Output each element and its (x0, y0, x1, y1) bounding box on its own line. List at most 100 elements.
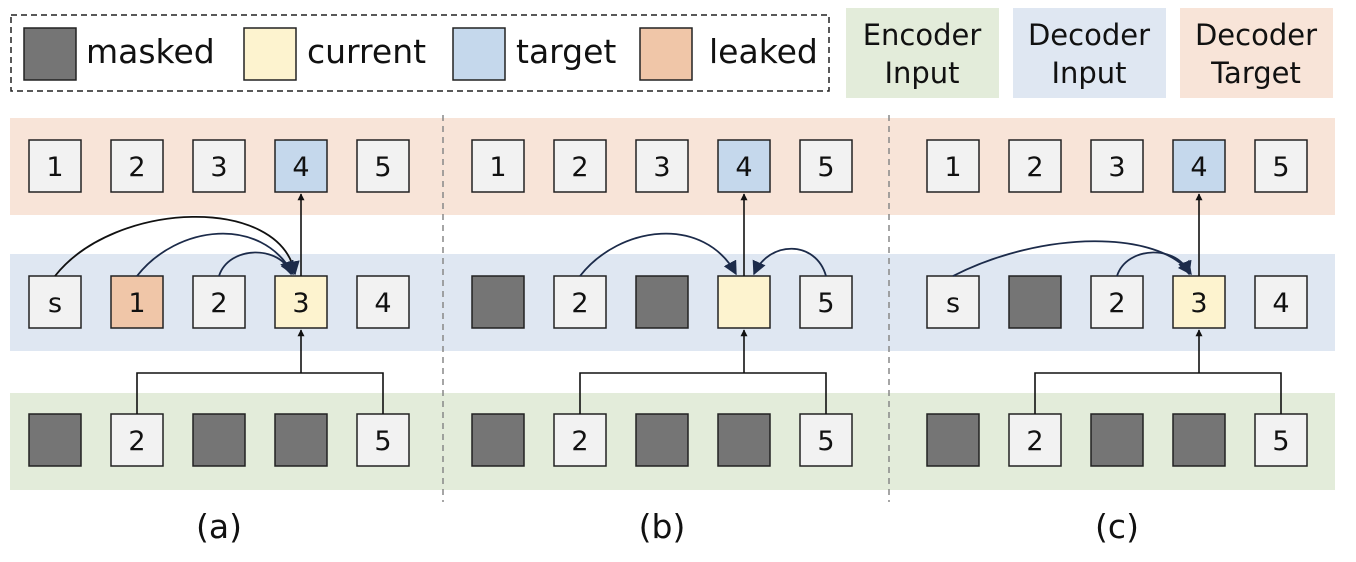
target-token-2 (553, 139, 607, 193)
encoder-bracket (136, 372, 384, 414)
encoder-token-1 (926, 413, 980, 467)
decoder-token-5 (356, 275, 410, 329)
target-token-4 (1172, 139, 1226, 193)
decoder-token-1 (471, 275, 525, 329)
target-token-3 (192, 139, 246, 193)
target-token-3 (635, 139, 689, 193)
encoder-token-label: 5 (817, 426, 834, 457)
decoder-token-label: s (48, 288, 62, 319)
decoder-token-label: 2 (571, 288, 588, 319)
decoder-token-4 (274, 275, 328, 329)
encoder-bracket (579, 372, 827, 414)
header-decoder-target-line2: Target (1210, 56, 1301, 90)
target-token-label: 1 (46, 152, 63, 183)
decoder-token-label: 2 (1108, 288, 1125, 319)
legend-leaked-swatch (639, 27, 693, 81)
target-token-label: 2 (571, 152, 588, 183)
decoder-token-label: 5 (817, 288, 834, 319)
encoder-token-label: 5 (374, 426, 391, 457)
header-encoder-line1: Encoder (863, 18, 982, 52)
attention-arrow (952, 240, 1192, 277)
panel-caption: (c) (1095, 507, 1139, 546)
decoder-token-2 (1008, 275, 1062, 329)
target-token-2 (110, 139, 164, 193)
target-token-label: 4 (735, 152, 752, 183)
encoder-token-5 (799, 413, 853, 467)
attention-arrow (1116, 251, 1192, 277)
target-token-5 (1254, 139, 1308, 193)
encoder-token-3 (635, 413, 689, 467)
header-decoder-input: Decoder Input (1013, 8, 1166, 98)
legend-leaked-label: leaked (709, 32, 818, 71)
target-token-4 (274, 139, 328, 193)
decoder-token-4 (1172, 275, 1226, 329)
encoder-token-label: 5 (1272, 426, 1289, 457)
decoder-token-label: 4 (374, 288, 391, 319)
target-token-label: 1 (489, 152, 506, 183)
encoder-token-2 (553, 413, 607, 467)
decoder-token-label: 2 (210, 288, 227, 319)
decoder-token-label: s (946, 288, 960, 319)
legend-border (10, 14, 830, 92)
target-token-3 (1090, 139, 1144, 193)
attention-arrow (54, 215, 300, 277)
legend-masked-label: masked (86, 32, 215, 71)
legend-target-swatch (452, 27, 506, 81)
decoder-token-5 (799, 275, 853, 329)
decoder-token-4 (717, 275, 771, 329)
legend-current-swatch (243, 27, 297, 81)
target-token-label: 2 (1026, 152, 1043, 183)
attention-arrow (579, 232, 737, 277)
decoder-token-label: 4 (1272, 288, 1289, 319)
decoder-token-3 (192, 275, 246, 329)
header-decoder-input-line2: Input (1051, 56, 1126, 90)
attention-arrow (752, 247, 827, 277)
target-token-5 (356, 139, 410, 193)
encoder-token-3 (1090, 413, 1144, 467)
target-token-2 (1008, 139, 1062, 193)
target-token-label: 4 (1190, 152, 1207, 183)
decoder-token-label: 3 (292, 288, 309, 319)
panel-caption: (b) (639, 507, 686, 546)
encoder-token-4 (717, 413, 771, 467)
header-decoder-target-line1: Decoder (1195, 18, 1317, 52)
target-token-label: 3 (210, 152, 227, 183)
encoder-token-label: 2 (128, 426, 145, 457)
encoder-token-3 (192, 413, 246, 467)
encoder-token-4 (274, 413, 328, 467)
header-decoder-input-line1: Decoder (1028, 18, 1150, 52)
encoder-bracket (1034, 372, 1282, 414)
decoder-token-1 (926, 275, 980, 329)
target-token-label: 1 (944, 152, 961, 183)
target-token-label: 3 (1108, 152, 1125, 183)
target-token-5 (799, 139, 853, 193)
decoder-token-2 (110, 275, 164, 329)
decoder-token-5 (1254, 275, 1308, 329)
attention-arrow (218, 251, 294, 277)
decoder-token-label: 3 (1190, 288, 1207, 319)
header-encoder-line2: Input (884, 56, 959, 90)
encoder-token-5 (356, 413, 410, 467)
legend-masked-swatch (23, 27, 77, 81)
encoder-token-4 (1172, 413, 1226, 467)
attention-arrow (136, 232, 294, 277)
encoder-token-2 (1008, 413, 1062, 467)
decoder-token-label: 1 (128, 288, 145, 319)
decoder-token-2 (553, 275, 607, 329)
encoder-token-1 (471, 413, 525, 467)
target-token-label: 5 (374, 152, 391, 183)
decoder-token-3 (635, 275, 689, 329)
encoder-token-label: 2 (1026, 426, 1043, 457)
legend-target-label: target (516, 32, 616, 71)
target-token-4 (717, 139, 771, 193)
header-encoder-input: Encoder Input (846, 8, 999, 98)
target-token-label: 2 (128, 152, 145, 183)
legend-current-label: current (307, 32, 426, 71)
target-token-1 (471, 139, 525, 193)
encoder-token-label: 2 (571, 426, 588, 457)
legend: masked current target leaked (10, 14, 830, 92)
